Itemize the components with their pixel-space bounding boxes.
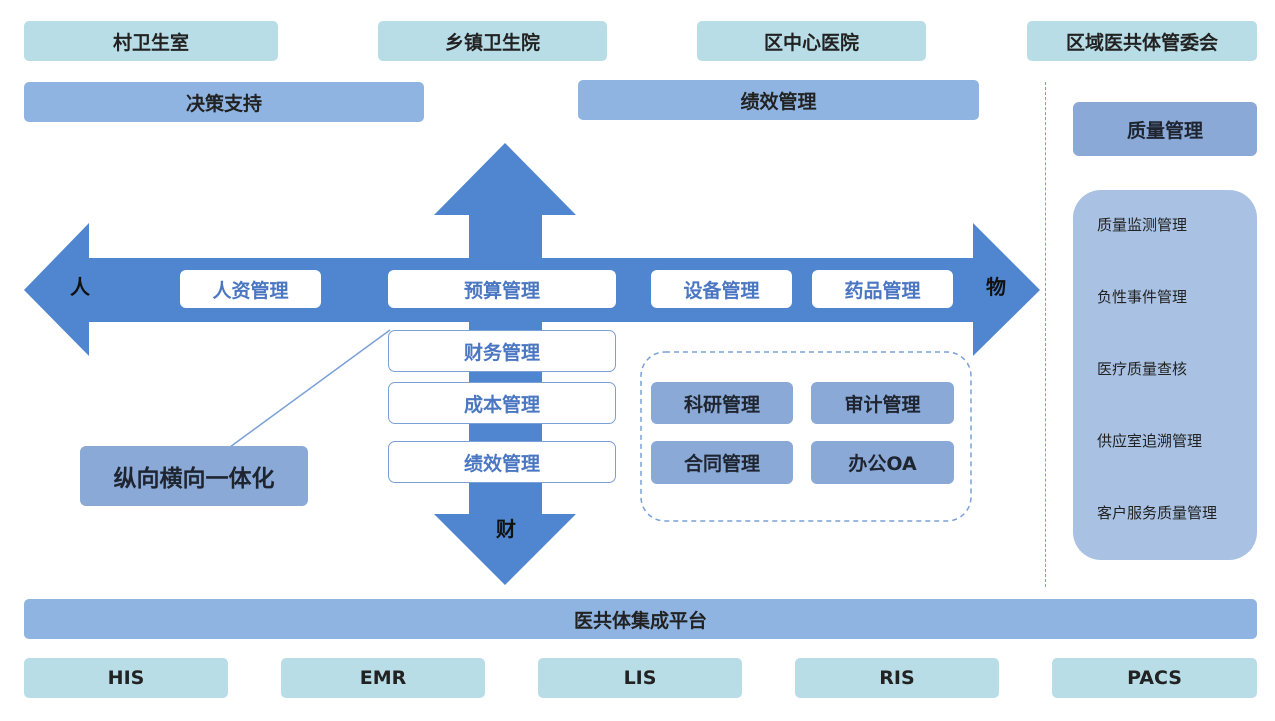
quality-item: 医疗质量查核: [1097, 360, 1188, 378]
callout-line: [229, 329, 391, 448]
budget-management-box: 预算管理: [388, 270, 616, 308]
finance-management-box: 财务管理: [388, 330, 616, 372]
quality-item: 供应室追溯管理: [1097, 432, 1203, 450]
system-his: HIS: [24, 658, 228, 698]
contract-management-box: 合同管理: [651, 441, 793, 484]
drug-management-box: 药品管理: [812, 270, 953, 308]
performance-management-box: 绩效管理: [388, 441, 616, 483]
cost-management-box: 成本管理: [388, 382, 616, 424]
top-box-district-center-hospital: 区中心医院: [697, 21, 926, 61]
system-pacs: PACS: [1052, 658, 1257, 698]
system-emr: EMR: [281, 658, 485, 698]
arrow-label-people: 人: [70, 275, 90, 299]
office-oa-box: 办公OA: [811, 441, 954, 484]
research-management-box: 科研管理: [651, 382, 793, 424]
decision-support-bar: 决策支持: [24, 82, 424, 122]
arrow-label-goods: 物: [986, 275, 1006, 299]
admin-group-border: [640, 351, 972, 522]
arrow-label-finance: 财: [496, 517, 516, 541]
vertical-separator: [1045, 82, 1046, 587]
system-lis: LIS: [538, 658, 742, 698]
quality-item: 负性事件管理: [1097, 288, 1188, 306]
top-box-village-clinic: 村卫生室: [24, 21, 278, 61]
hr-management-box: 人资管理: [180, 270, 321, 308]
audit-management-box: 审计管理: [811, 382, 954, 424]
top-box-township-hospital: 乡镇卫生院: [378, 21, 607, 61]
integration-callout: 纵向横向一体化: [80, 446, 308, 506]
system-ris: RIS: [795, 658, 999, 698]
top-box-management-committee: 区域医共体管委会: [1027, 21, 1257, 61]
equipment-management-box: 设备管理: [651, 270, 792, 308]
quality-items-panel: 质量监测管理 负性事件管理 医疗质量查核 供应室追溯管理 客户服务质量管理: [1073, 190, 1257, 560]
quality-management-title: 质量管理: [1073, 102, 1257, 156]
quality-item: 质量监测管理: [1097, 216, 1188, 234]
quality-item: 客户服务质量管理: [1097, 504, 1218, 522]
performance-management-bar: 绩效管理: [578, 80, 979, 120]
integration-platform-bar: 医共体集成平台: [24, 599, 1257, 639]
